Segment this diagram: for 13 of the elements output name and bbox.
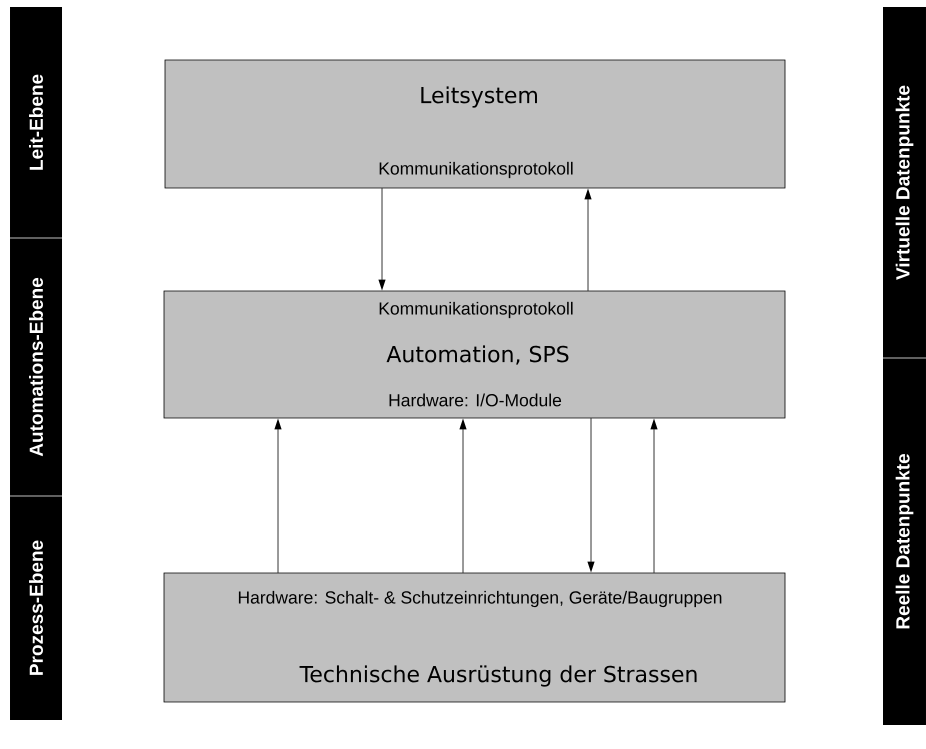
level-band: Prozess-Ebene bbox=[10, 496, 62, 720]
layer-box: Hardware: Schalt- & Schutzeinrichtungen, Geräte/Baugruppen Technische Ausrüstung der Strassen bbox=[164, 572, 786, 702]
node-label: Reelle Datenpunkte bbox=[896, 454, 914, 628]
node-label: Automations-Ebene bbox=[29, 278, 43, 456]
level-band: Automations-Ebene bbox=[10, 238, 62, 496]
level-band: Reelle Datenpunkte bbox=[883, 358, 926, 725]
node-label: Virtuelle Datenpunkte bbox=[896, 86, 914, 280]
layer-box: Leitsystem Kommunikationsprotokoll bbox=[164, 60, 786, 188]
node-label: Prozess-Ebene bbox=[29, 540, 43, 675]
level-band: Leit-Ebene bbox=[10, 7, 62, 238]
level-band: Virtuelle Datenpunkte bbox=[883, 7, 926, 358]
layer-box: Kommunikationsprotokoll Automation, SPS Hardware: I/O-Module bbox=[164, 290, 786, 418]
node-label: Leit-Ebene bbox=[29, 74, 43, 170]
